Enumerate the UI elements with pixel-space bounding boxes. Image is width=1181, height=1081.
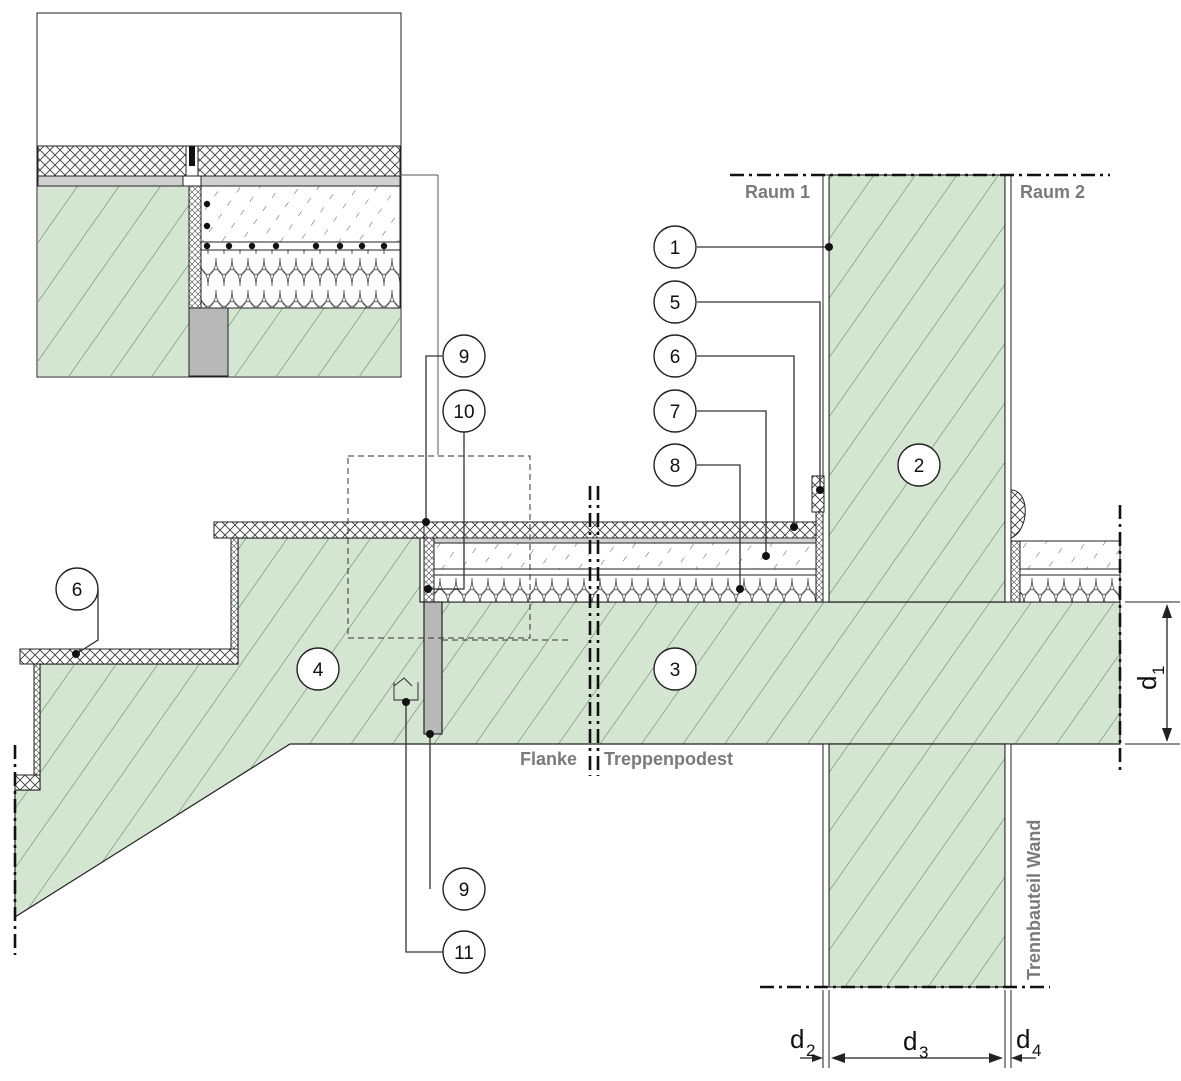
callouts: 1 5 6 7 8 2 9 10 6 4 3 9 11 bbox=[55, 225, 941, 974]
callout-circle bbox=[653, 647, 697, 691]
callout-number: 2 bbox=[914, 456, 925, 477]
callout-circle bbox=[442, 334, 486, 378]
svg-text:4: 4 bbox=[1032, 1041, 1041, 1060]
tread-upper bbox=[213, 521, 425, 539]
svg-text:2: 2 bbox=[806, 1041, 815, 1060]
svg-text:3: 3 bbox=[919, 1043, 928, 1062]
callout-number: 10 bbox=[453, 402, 474, 423]
landing-tiles bbox=[423, 521, 817, 539]
callout-number: 9 bbox=[459, 880, 470, 901]
callout-circle bbox=[442, 867, 486, 911]
callout-circle bbox=[897, 443, 941, 487]
callout-circle bbox=[653, 389, 697, 433]
callout-number: 8 bbox=[670, 456, 681, 477]
dimension-d2-d3-d4: d 2 d 3 d 4 bbox=[790, 990, 1041, 1068]
break-lines bbox=[13, 173, 1122, 989]
callout-number: 9 bbox=[459, 347, 470, 368]
callout-circle bbox=[653, 280, 697, 324]
callout-circle bbox=[442, 930, 486, 974]
callout-circle bbox=[653, 225, 697, 269]
callout-number: 7 bbox=[670, 402, 681, 423]
svg-text:d: d bbox=[1132, 676, 1162, 690]
svg-text:d: d bbox=[903, 1026, 917, 1056]
callout-number: 1 bbox=[670, 238, 681, 259]
callout-number: 6 bbox=[670, 347, 681, 368]
callout-circle bbox=[55, 567, 99, 611]
callout-number: 6 bbox=[72, 580, 83, 601]
detail-inset bbox=[36, 12, 439, 455]
callout-number: 4 bbox=[313, 660, 324, 681]
svg-text:1: 1 bbox=[1149, 666, 1168, 675]
separating-wall-upper bbox=[828, 174, 1006, 603]
dimension-d1: d 1 bbox=[1125, 601, 1180, 745]
svg-text:d: d bbox=[790, 1024, 804, 1054]
elastic-bearing bbox=[423, 601, 443, 735]
callout-circle bbox=[442, 389, 486, 433]
label-flank: Flanke bbox=[520, 749, 577, 769]
label-room1: Raum 1 bbox=[745, 182, 810, 202]
landing-insulation bbox=[433, 574, 817, 603]
detail-marker bbox=[347, 455, 531, 639]
callout-number: 3 bbox=[670, 660, 681, 681]
callout-circle bbox=[653, 334, 697, 378]
leader-lines bbox=[75, 246, 829, 953]
callout-circle bbox=[296, 647, 340, 691]
callout-number: 11 bbox=[454, 943, 474, 964]
label-separating-wall: Trennbauteil Wand bbox=[1024, 820, 1044, 980]
separating-wall-lower bbox=[828, 743, 1006, 988]
label-landing: Treppenpodest bbox=[604, 749, 733, 769]
svg-text:d: d bbox=[1016, 1024, 1030, 1054]
callout-number: 5 bbox=[670, 293, 681, 314]
landing-screed bbox=[433, 542, 817, 570]
callout-circle bbox=[653, 443, 697, 487]
tread-lower bbox=[19, 648, 239, 665]
label-room2: Raum 2 bbox=[1020, 182, 1085, 202]
